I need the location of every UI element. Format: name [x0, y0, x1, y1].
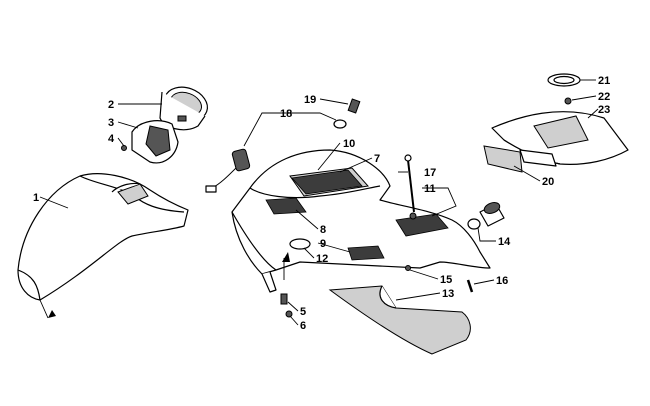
hood-assembly	[231, 149, 491, 293]
callout-17: 17	[424, 167, 436, 179]
fastener-part-6	[285, 310, 293, 318]
callout-1: 1	[33, 192, 39, 204]
trim-part-20	[483, 145, 523, 173]
clip-part-22	[564, 97, 572, 105]
screw-part-4	[121, 145, 127, 151]
gauge-housing	[159, 86, 208, 131]
front-nose-cowl	[17, 173, 189, 319]
callout-5: 5	[300, 306, 306, 318]
right-panel	[491, 111, 629, 167]
fastener-part-5	[280, 293, 288, 305]
callout-11: 11	[424, 183, 436, 195]
callout-20: 20	[542, 176, 554, 188]
bolt-part-17	[404, 154, 415, 213]
gauge-bracket	[131, 120, 179, 164]
leader-lines	[39, 79, 599, 326]
callout-18: 18	[280, 108, 292, 120]
foam-seal	[328, 285, 471, 355]
callout-labels: 1 2 3 4 5 6 7 8 9 10 11 12 13 14 15 16 1…	[33, 75, 610, 332]
callout-7: 7	[374, 153, 380, 165]
callout-9: 9	[320, 238, 326, 250]
callout-6: 6	[300, 320, 306, 332]
callout-22: 22	[598, 91, 610, 103]
callout-8: 8	[320, 224, 326, 236]
callout-3: 3	[108, 117, 114, 129]
wiring-harness	[205, 148, 251, 193]
screw-part-19	[333, 98, 361, 129]
callout-23: 23	[598, 104, 610, 116]
ring-part-21	[547, 73, 581, 87]
callout-19: 19	[304, 94, 316, 106]
callout-4: 4	[108, 133, 115, 145]
callout-16: 16	[496, 275, 508, 287]
knob-part-14	[467, 202, 505, 230]
callout-12: 12	[316, 253, 328, 265]
callout-10: 10	[343, 138, 355, 150]
callout-2: 2	[108, 99, 114, 111]
callout-15: 15	[440, 274, 452, 286]
callout-14: 14	[498, 236, 511, 248]
callout-21: 21	[598, 75, 610, 87]
pin-part-16	[466, 279, 474, 293]
callout-13: 13	[442, 288, 454, 300]
